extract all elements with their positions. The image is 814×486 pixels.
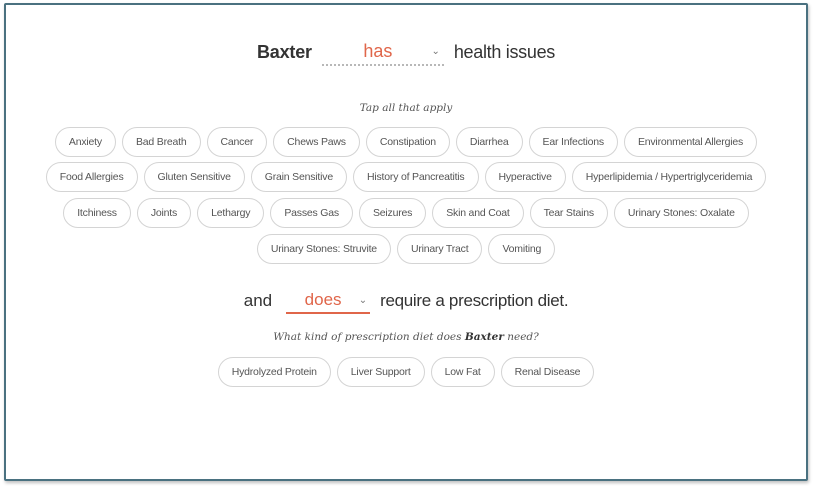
issue-chip[interactable]: Bad Breath — [121, 127, 201, 157]
prescription-suffix: require a prescription diet. — [380, 291, 569, 310]
issue-chip[interactable]: Urinary Stones: Oxalate — [613, 198, 749, 228]
issue-chip[interactable]: Passes Gas — [270, 198, 353, 228]
chevron-down-icon: ⌄ — [431, 46, 440, 57]
has-dropdown[interactable]: has ⌄ — [321, 38, 444, 66]
window-frame: Baxter has ⌄ health issues Tap all that … — [4, 3, 808, 481]
pet-name: Baxter — [256, 42, 312, 62]
question-pre: What kind of prescription diet does — [273, 331, 465, 343]
prescription-question: What kind of prescription diet does Baxt… — [6, 331, 806, 343]
issue-chip[interactable]: Food Allergies — [45, 162, 138, 192]
prescription-chip[interactable]: Hydrolyzed Protein — [217, 357, 331, 387]
issue-row-3: Itchiness Joints Lethargy Passes Gas Sei… — [6, 198, 806, 228]
issue-chip[interactable]: Vomiting — [488, 234, 556, 264]
question-pet-name: Baxter — [464, 331, 504, 343]
prescription-chip[interactable]: Renal Disease — [500, 357, 595, 387]
issue-chip[interactable]: Lethargy — [197, 198, 265, 228]
issue-chip[interactable]: Constipation — [365, 127, 450, 157]
prescription-options-row: Hydrolyzed Protein Liver Support Low Fat… — [6, 357, 806, 387]
issue-chip[interactable]: Environmental Allergies — [623, 127, 758, 157]
issue-chip[interactable]: Tear Stains — [529, 198, 608, 228]
issue-chip[interactable]: Itchiness — [63, 198, 131, 228]
issue-chip[interactable]: Grain Sensitive — [250, 162, 347, 192]
issue-chip[interactable]: Seizures — [358, 198, 427, 228]
issue-chip[interactable]: History of Pancreatitis — [352, 162, 479, 192]
issue-chip[interactable]: Chews Paws — [273, 127, 360, 157]
headline: Baxter has ⌄ health issues — [6, 38, 806, 66]
issue-row-4: Urinary Stones: Struvite Urinary Tract V… — [6, 234, 806, 264]
issue-chip[interactable]: Gluten Sensitive — [143, 162, 245, 192]
issue-chip[interactable]: Skin and Coat — [432, 198, 524, 228]
issue-row-2: Food Allergies Gluten Sensitive Grain Se… — [6, 162, 806, 192]
prescription-chip[interactable]: Low Fat — [430, 357, 495, 387]
issue-row-1: Anxiety Bad Breath Cancer Chews Paws Con… — [6, 127, 806, 157]
does-dropdown[interactable]: does ⌄ — [286, 288, 371, 314]
issue-chip[interactable]: Hyperactive — [484, 162, 566, 192]
chevron-down-icon: ⌄ — [358, 295, 368, 306]
does-dropdown-value: does — [304, 290, 342, 309]
issue-chip[interactable]: Ear Infections — [528, 127, 618, 157]
question-post: need? — [503, 331, 539, 343]
issue-chip[interactable]: Urinary Tract — [396, 234, 483, 264]
issue-chip[interactable]: Diarrhea — [455, 127, 523, 157]
issue-chip[interactable]: Anxiety — [54, 127, 116, 157]
has-dropdown-value: has — [363, 40, 393, 61]
headline-suffix: health issues — [453, 42, 555, 62]
prescription-sentence: and does ⌄ require a prescription diet. — [6, 288, 806, 314]
issue-chip[interactable]: Hyperlipidemia / Hypertriglyceridemia — [571, 162, 767, 192]
prescription-chip[interactable]: Liver Support — [336, 357, 425, 387]
tap-all-hint: Tap all that apply — [359, 102, 453, 114]
issue-chip[interactable]: Joints — [136, 198, 192, 228]
prescription-prefix: and — [243, 291, 273, 310]
issue-chip[interactable]: Urinary Stones: Struvite — [256, 234, 391, 264]
issue-chip[interactable]: Cancer — [206, 127, 268, 157]
